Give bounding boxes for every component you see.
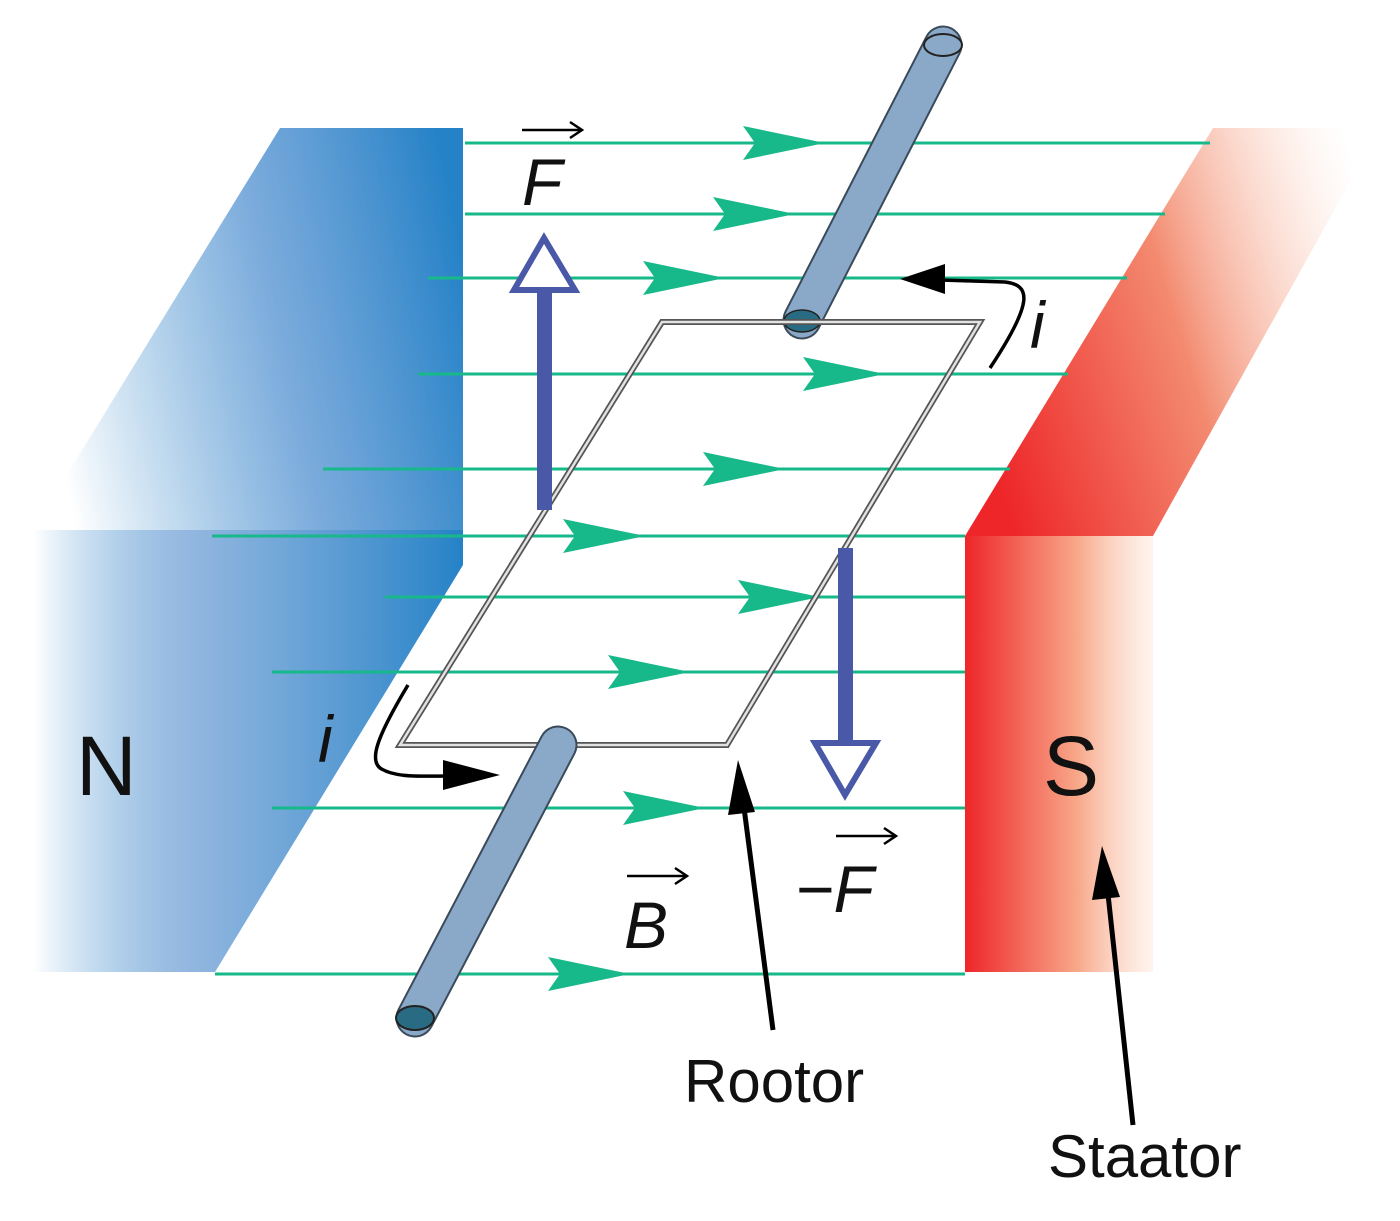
vector-arrow-b (627, 866, 690, 886)
field-line-arrowhead (713, 197, 795, 231)
force-arrow-up (508, 232, 581, 510)
current-label-top: i (1030, 288, 1047, 362)
rotor-shaft-back (782, 25, 963, 340)
north-magnet-front-face (33, 530, 463, 972)
field-line-arrowhead (643, 261, 725, 295)
rotor-coil (394, 319, 986, 748)
field-line-arrowhead (563, 519, 645, 553)
field-line-arrowhead (608, 655, 690, 689)
shaft-end-top (923, 33, 963, 57)
south-magnet-top-face (965, 128, 1380, 536)
vector-arrow-f (522, 120, 585, 140)
north-magnet (33, 128, 463, 972)
force-label: F (522, 145, 566, 219)
force-arrow-down (809, 548, 882, 801)
field-line-arrowhead (703, 452, 785, 486)
stator-label: Staator (1048, 1123, 1241, 1190)
north-magnet-top-face (33, 128, 463, 530)
shaft-end-bottom (395, 1005, 435, 1031)
field-line-arrowhead (743, 126, 825, 160)
north-pole-label: N (76, 719, 137, 813)
field-line-arrowhead (623, 791, 705, 825)
rotor-shaft-front (395, 725, 578, 1038)
field-line-arrowhead (803, 357, 885, 391)
field-line-arrowhead (548, 957, 630, 991)
south-pole-label: S (1043, 719, 1099, 813)
magnetic-field-lines (212, 126, 1210, 991)
south-magnet-front-face (965, 536, 1153, 972)
rotor-pointer-arrow (728, 760, 776, 1031)
vector-arrow-neg-f (836, 826, 899, 846)
south-magnet (965, 128, 1380, 972)
stator-pointer-arrow (1092, 846, 1136, 1126)
current-label-bottom: i (318, 702, 335, 776)
magnetic-field-label: B (624, 888, 668, 962)
field-line-arrowhead (738, 580, 820, 614)
current-arrow-bottom (373, 684, 500, 790)
rotor-label: Rootor (684, 1048, 864, 1115)
negative-force-label: −F (795, 852, 878, 926)
current-arrow-top (900, 264, 1026, 369)
